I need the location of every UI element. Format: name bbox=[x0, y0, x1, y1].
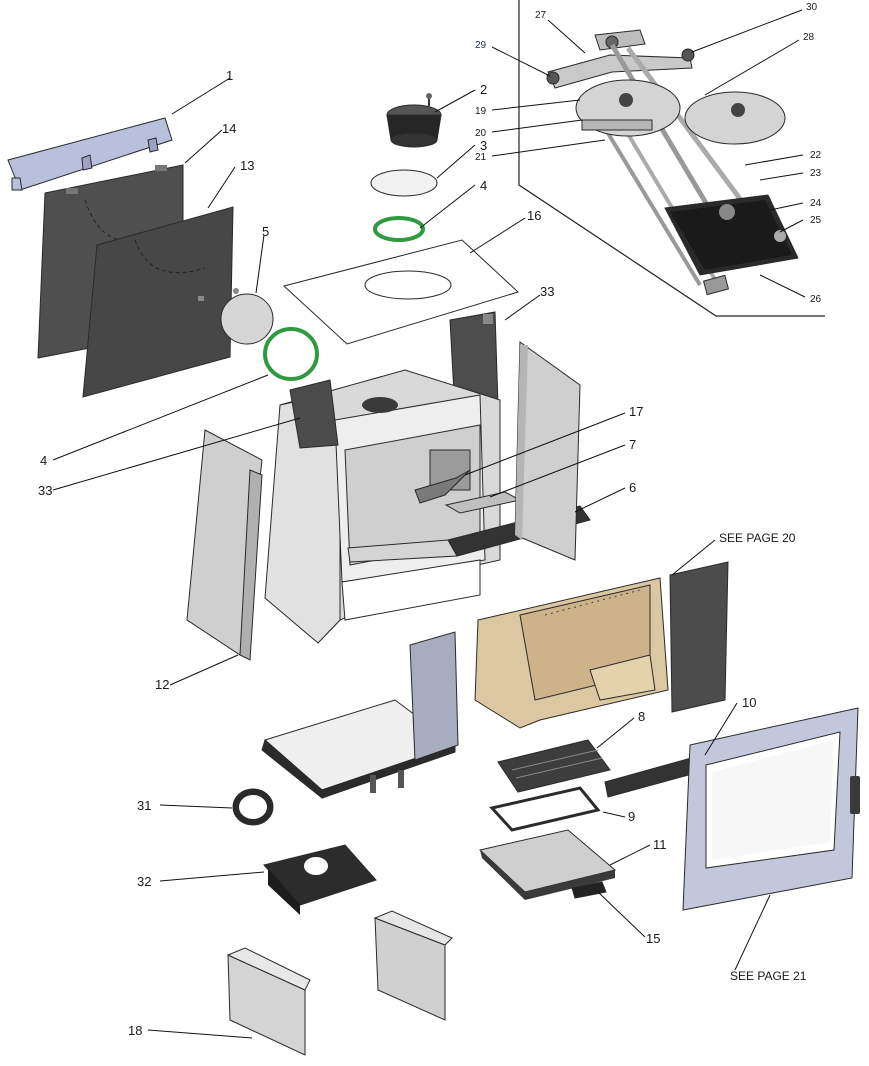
label-part-32: 32 bbox=[137, 874, 151, 889]
part-2-flue-collar bbox=[386, 93, 442, 148]
label-part-27: 27 bbox=[535, 10, 547, 21]
label-part-5: 5 bbox=[262, 224, 269, 239]
leg-bracket bbox=[373, 910, 453, 1021]
part-9-frame bbox=[489, 786, 601, 832]
label-part-19: 19 bbox=[475, 106, 487, 117]
label-part-13: 13 bbox=[240, 158, 254, 173]
label-part-33-right: 33 bbox=[540, 284, 554, 299]
stove-main-body bbox=[264, 369, 501, 644]
label-part-25: 25 bbox=[810, 215, 822, 226]
label-part-7: 7 bbox=[629, 437, 636, 452]
label-part-15: 15 bbox=[646, 931, 660, 946]
label-part-10: 10 bbox=[742, 695, 756, 710]
part-5-disk bbox=[220, 288, 274, 345]
part-3-disk bbox=[370, 169, 438, 197]
inset-detail-box bbox=[518, 0, 825, 317]
label-part-1: 1 bbox=[226, 68, 233, 83]
part-4-gasket-ring-top bbox=[373, 216, 425, 242]
part-15-tool bbox=[571, 881, 607, 899]
label-part-6: 6 bbox=[629, 480, 636, 495]
stove-door bbox=[682, 707, 860, 911]
label-part-33-left: 33 bbox=[38, 483, 52, 498]
part-4-gasket-ring bbox=[263, 327, 319, 381]
part-1-baffle bbox=[7, 117, 173, 191]
base-tray-assembly bbox=[261, 631, 459, 800]
label-part-9: 9 bbox=[628, 809, 635, 824]
label-part-17: 17 bbox=[629, 404, 643, 419]
part-17-flap bbox=[414, 469, 471, 504]
part-32-box bbox=[263, 844, 377, 915]
label-part-20: 20 bbox=[475, 128, 487, 139]
label-part-30: 30 bbox=[806, 2, 818, 13]
label-part-22: 22 bbox=[810, 150, 822, 161]
label-part-4-left: 4 bbox=[40, 453, 47, 468]
label-part-18: 18 bbox=[128, 1023, 142, 1038]
label-part-4-top: 4 bbox=[480, 178, 487, 193]
label-part-3: 3 bbox=[480, 138, 487, 153]
label-part-26: 26 bbox=[810, 294, 822, 305]
label-part-28: 28 bbox=[803, 32, 815, 43]
rear-liner-panel bbox=[669, 561, 729, 713]
right-side-panel bbox=[514, 341, 581, 561]
label-part-24: 24 bbox=[810, 198, 822, 209]
label-part-8: 8 bbox=[638, 709, 645, 724]
part-8-grate bbox=[497, 739, 611, 793]
part-31-collar bbox=[232, 788, 274, 826]
label-part-11: 11 bbox=[653, 837, 667, 852]
note-see-page-20: SEE PAGE 20 bbox=[719, 531, 796, 545]
label-part-29: 29 bbox=[475, 40, 487, 51]
part-labels: 1 2 3 4 14 13 5 16 33 4 33 17 7 6 12 SEE… bbox=[38, 2, 822, 1038]
leader-lines bbox=[52, 9, 806, 1039]
part-18-bracket bbox=[226, 947, 311, 1056]
label-part-16: 16 bbox=[527, 208, 541, 223]
firebrick-assembly bbox=[474, 577, 669, 729]
label-part-31: 31 bbox=[137, 798, 151, 813]
inset-air-plates bbox=[575, 79, 786, 145]
label-part-14: 14 bbox=[222, 121, 236, 136]
part-13-rear-panel bbox=[82, 206, 234, 398]
label-part-2: 2 bbox=[480, 82, 487, 97]
inset-lower-tray bbox=[664, 194, 799, 296]
part-12-side-panel bbox=[186, 429, 263, 661]
inset-top-bracket bbox=[546, 29, 695, 89]
note-see-page-21: SEE PAGE 21 bbox=[730, 969, 807, 983]
label-part-23: 23 bbox=[810, 168, 822, 179]
part-11-ash-pan bbox=[478, 829, 617, 900]
part-16-top-plate bbox=[282, 239, 519, 345]
label-part-12: 12 bbox=[155, 677, 169, 692]
label-part-21: 21 bbox=[475, 152, 487, 163]
